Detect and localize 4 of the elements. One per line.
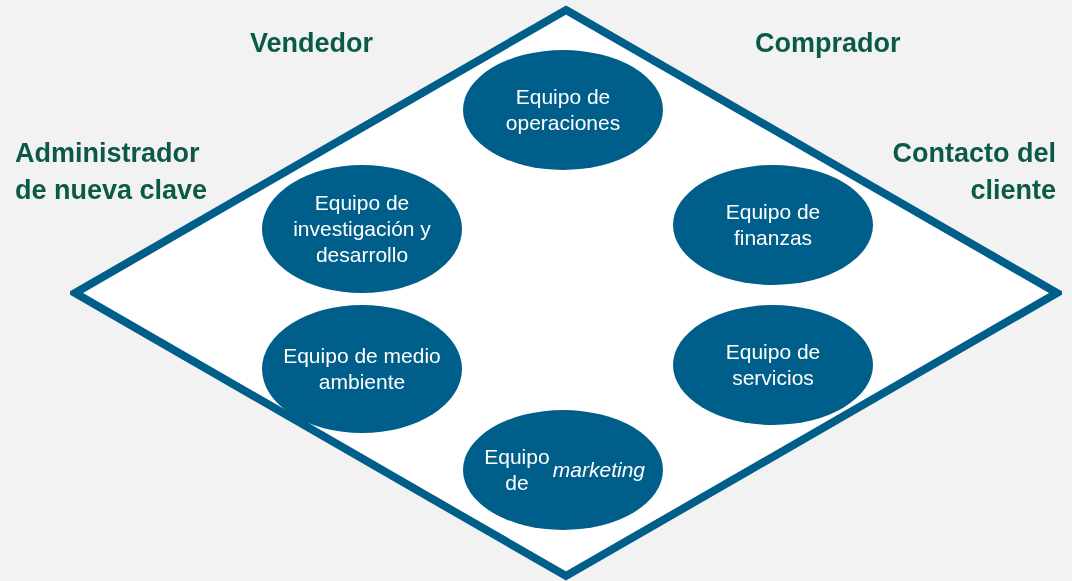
role-label: Administrador de nueva clave xyxy=(15,137,209,207)
role-label: Vendedor xyxy=(250,27,374,60)
role-label: Comprador xyxy=(755,27,901,60)
role-label: Contacto del cliente xyxy=(891,137,1056,207)
